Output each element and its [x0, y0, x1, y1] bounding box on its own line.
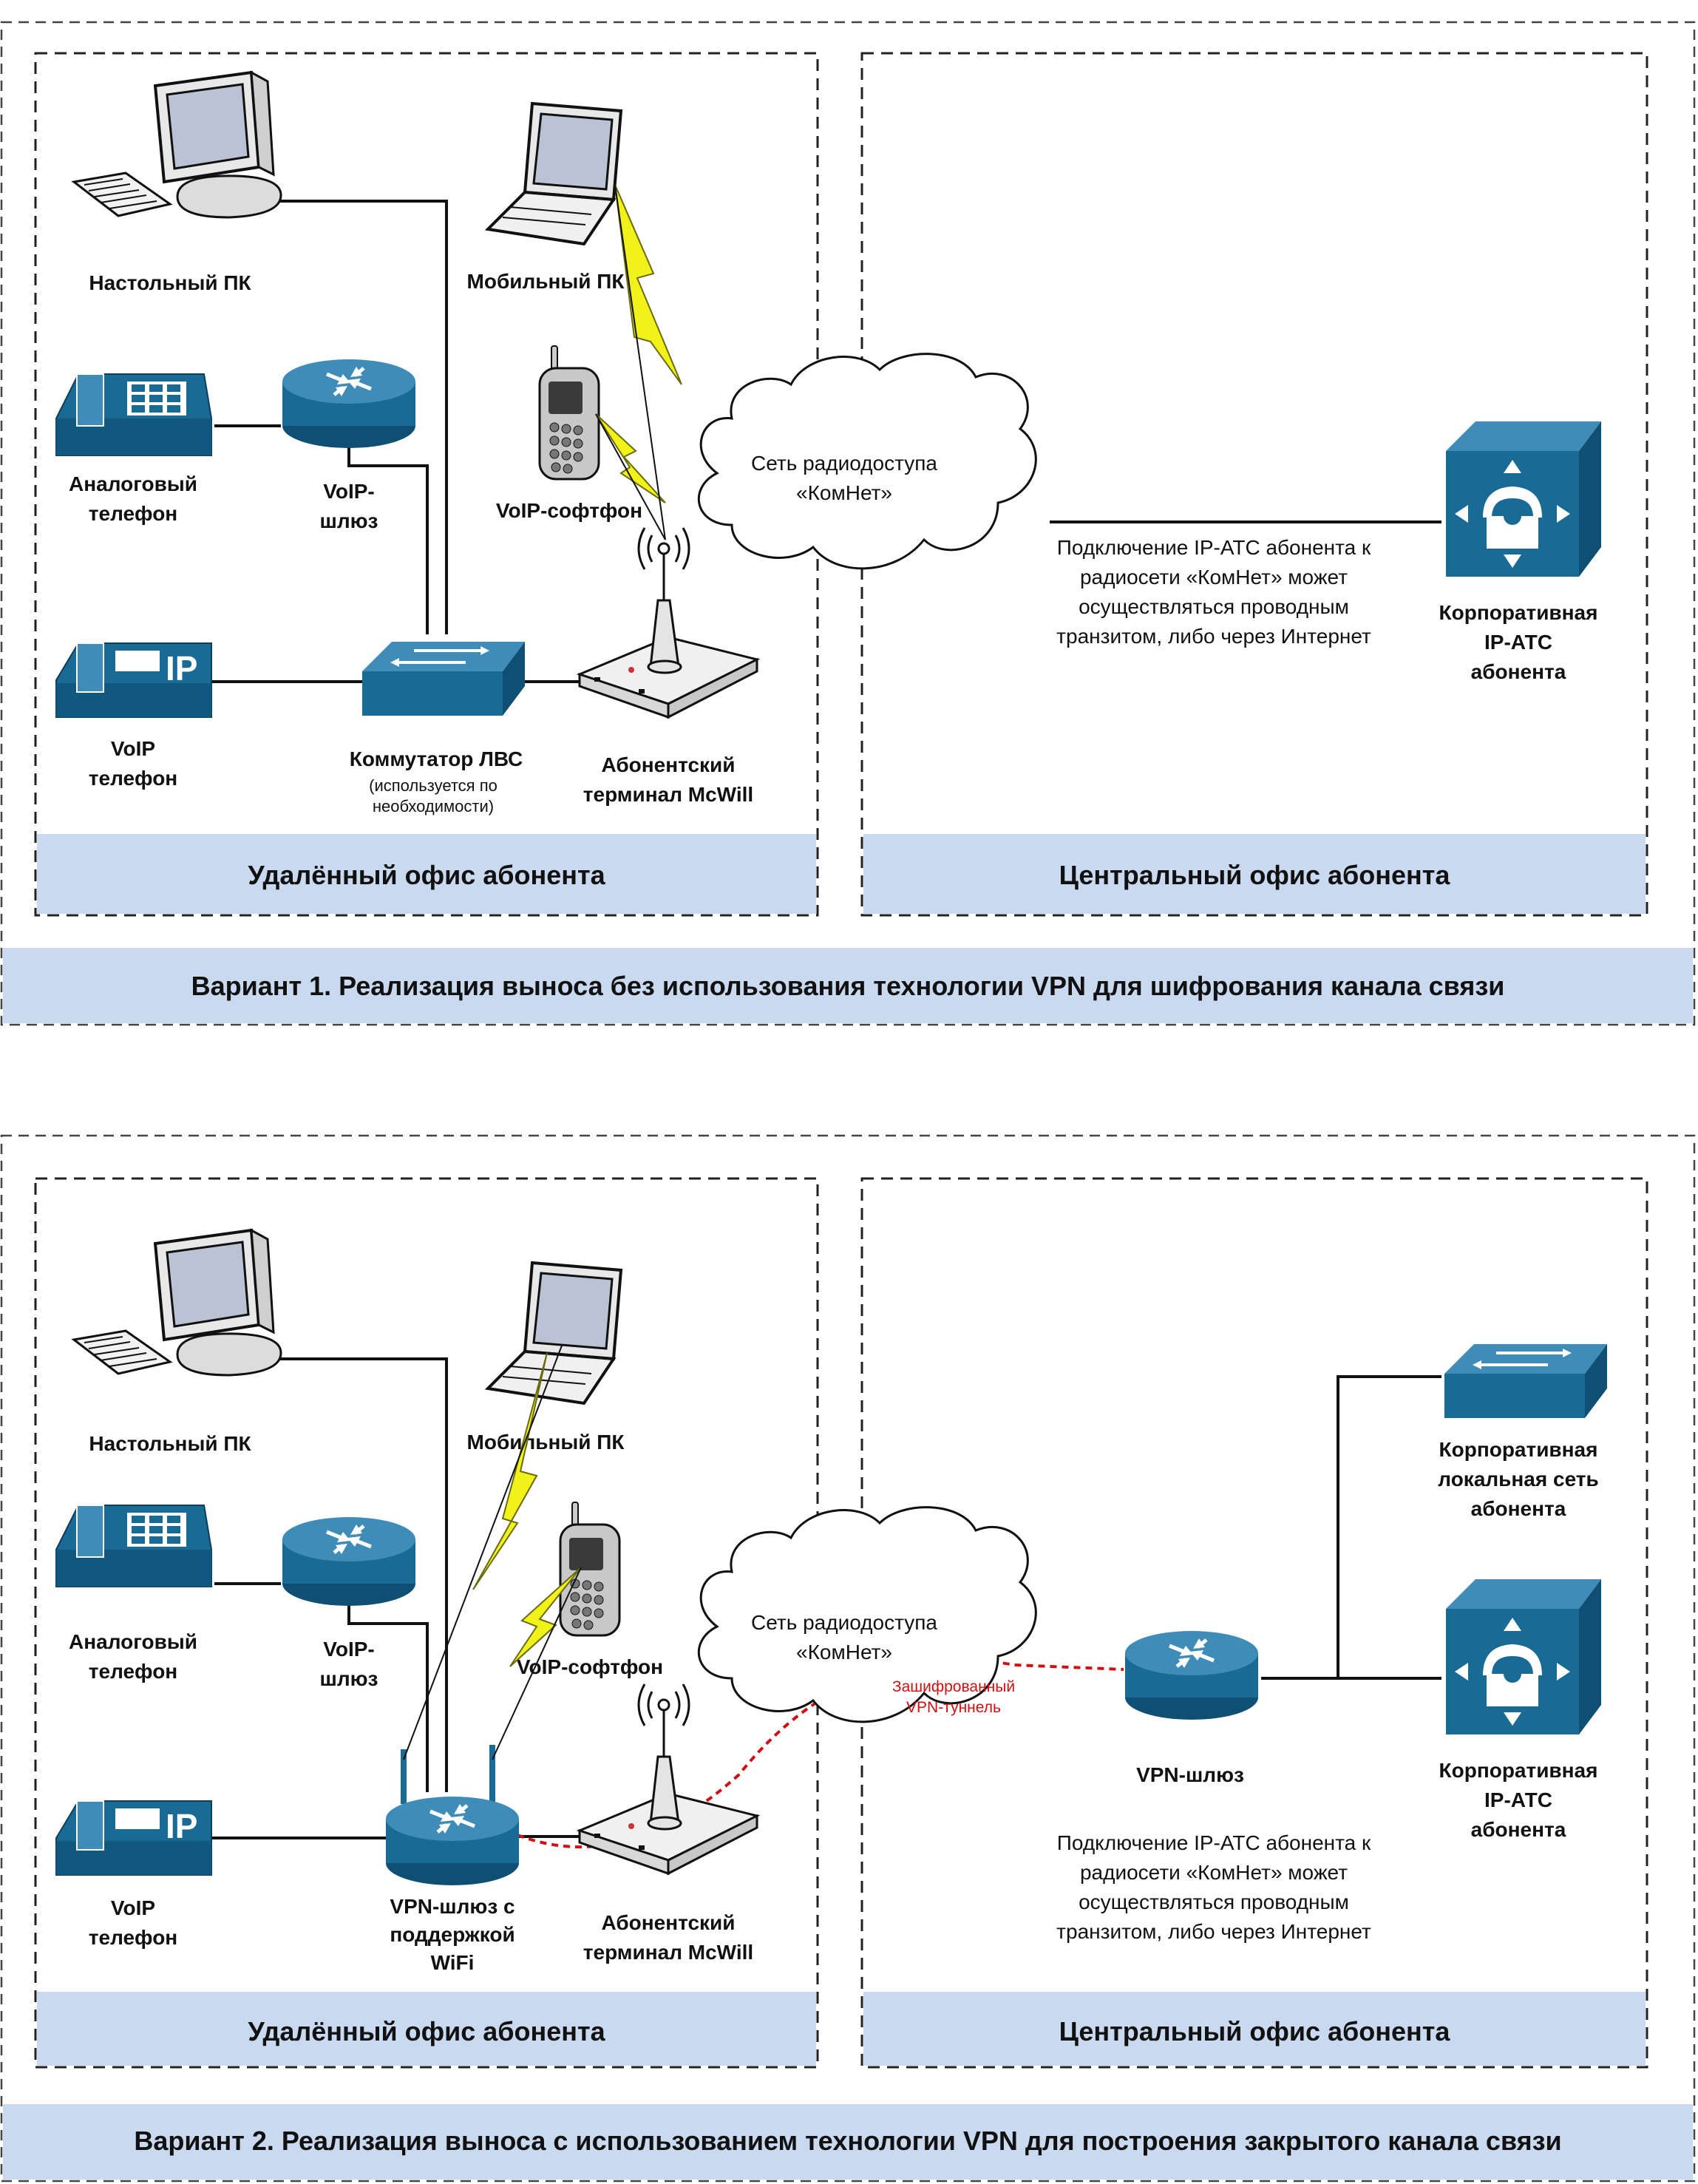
variant1-wires: [211, 200, 1441, 683]
variant1-voip-phone-label-2: телефон: [89, 767, 177, 790]
variant1-central-note-4: транзитом, либо через Интернет: [1056, 625, 1371, 648]
variant2-remote-office-band: [37, 1992, 816, 2066]
variant2-corp-lan-switch-icon: [1443, 1343, 1609, 1420]
variant2-voip-gateway-label-1: VoIP-: [323, 1638, 374, 1661]
variant1-desktop-pc-label: Настольный ПК: [89, 271, 251, 294]
variant1-central-note-2: радиосети «КомНет» может: [1080, 566, 1348, 589]
variant2-pbx-label-3: абонента: [1471, 1818, 1566, 1841]
variant1-softphone-label: VoIP-софтфон: [496, 499, 642, 522]
variant1-terminal-label-1: Абонентский: [601, 753, 735, 776]
variant1-voip-gateway-label-2: шлюз: [320, 509, 378, 532]
variant2-central-note-4: транзитом, либо через Интернет: [1056, 1920, 1371, 1943]
variant1-remote-office-band: [37, 834, 816, 914]
variant2-title-band: [3, 2104, 1693, 2180]
variant2-cloud-label-2: «КомНет»: [796, 1641, 892, 1664]
variant2-central-office-band: [863, 1992, 1646, 2066]
variant2-vpn-wifi-gateway-label-1: VPN-шлюз с: [390, 1895, 515, 1918]
variant2-mcwill-terminal-icon: [578, 1683, 758, 1875]
variant2-title: Вариант 2. Реализация выноса с использов…: [134, 2126, 1561, 2156]
variant2-vpn-wifi-gateway-label-2: поддержкой: [390, 1923, 515, 1946]
variant1-analog-phone-label-2: телефон: [89, 502, 177, 525]
variant1-terminal-label-2: терминал McWill: [583, 783, 753, 806]
variant2-vpn-wifi-gateway-icon: [386, 1745, 519, 1885]
variant2-terminal-label-2: терминал McWill: [583, 1941, 753, 1964]
variant1-pbx-label-2: IP-АТС: [1484, 631, 1552, 654]
variant2-softphone-icon: [559, 1501, 621, 1637]
variant2-desktop-pc-icon: [72, 1229, 282, 1377]
variant1-lan-switch-icon: [361, 640, 526, 717]
variant2-terminal-label-1: Абонентский: [601, 1911, 735, 1934]
variant2-corp-lan-label-1: Корпоративная: [1439, 1438, 1598, 1461]
variant2-voip-phone-icon: [55, 1800, 212, 1876]
variant1-central-note-1: Подключение IP-АТС абонента к: [1057, 536, 1371, 559]
variant2-remote-office: [34, 1177, 819, 2069]
variant2-central-note-3: осуществляться проводным: [1079, 1890, 1349, 1913]
variant1-central-office-title: Центральный офис абонента: [1059, 860, 1451, 890]
variant2-desktop-pc-label: Настольный ПК: [89, 1432, 251, 1455]
variant1-voip-phone-icon: [55, 642, 212, 718]
variant1-voip-gateway-label-1: VoIP-: [323, 480, 374, 503]
variant2-cloud-label-1: Сеть радиодоступа: [751, 1611, 937, 1634]
variant1-softphone-icon: [538, 345, 600, 481]
variant1-title-band: [3, 948, 1693, 1023]
variant1-frame: [0, 21, 1696, 1026]
variant1-remote-office-title: Удалённый офис абонента: [248, 860, 605, 890]
variant1-cloud-label-2: «КомНет»: [796, 481, 892, 504]
variant2-softphone-label: VoIP-софтфон: [517, 1655, 663, 1678]
variant1-analog-phone-icon: [55, 373, 212, 456]
variant1-voip-gateway-icon: [282, 359, 415, 448]
variant2-remote-office-title: Удалённый офис абонента: [248, 2016, 605, 2046]
variant1-mobile-pc-label: Мобильный ПК: [467, 270, 625, 293]
variant2-vpn-gateway-icon: [1125, 1631, 1258, 1720]
variant1-desktop-pc-icon: [72, 71, 282, 219]
variant1-lan-switch-note-2: необходимости): [373, 797, 494, 815]
variant2-central-note-1: Подключение IP-АТС абонента к: [1057, 1831, 1371, 1854]
variant2-corporate-pbx-icon: [1446, 1579, 1601, 1734]
variant1-lan-switch-note-1: (используется по: [369, 776, 497, 795]
variant2-corp-lan-label-2: локальная сеть: [1438, 1468, 1598, 1491]
variant2-central-note-2: радиосети «КомНет» может: [1080, 1861, 1348, 1884]
variant2-analog-phone-label-1: Аналоговый: [69, 1630, 197, 1653]
variant1-radio-network-cloud: [697, 353, 1037, 570]
variant2-frame: [0, 1134, 1696, 2183]
variant1-cloud-label-1: Сеть радиодоступа: [751, 452, 937, 475]
variant2-voip-phone-label-1: VoIP: [111, 1896, 155, 1919]
variant1-wireless-links: [595, 184, 682, 540]
variant2-vpn-gateway-label: VPN-шлюз: [1136, 1763, 1244, 1786]
variant2-vpn-wifi-gateway-label-3: WiFi: [431, 1951, 475, 1974]
variant1-title: Вариант 1. Реализация выноса без использ…: [191, 971, 1505, 1001]
variant2-pbx-label-2: IP-АТС: [1484, 1788, 1552, 1811]
variant1-analog-phone-label-1: Аналоговый: [69, 472, 197, 495]
variant1-pbx-label-1: Корпоративная: [1439, 601, 1598, 624]
variant1-softphone-wireless-bolt: [595, 413, 666, 503]
variant1-pbx-label-3: абонента: [1471, 660, 1566, 683]
variant2-vpn-tunnel-label-1: Зашифрованный: [892, 1678, 1015, 1695]
variant1-central-office-band: [863, 834, 1646, 914]
variant2-analog-phone-label-2: телефон: [89, 1660, 177, 1683]
variant1-lan-switch-label: Коммутатор ЛВС: [350, 747, 523, 770]
variant1-central-office: [860, 52, 1648, 917]
variant2-mobile-pc-label: Мобильный ПК: [467, 1431, 625, 1454]
variant1-central-note-3: осуществляться проводным: [1079, 595, 1349, 618]
variant2-vpn-tunnel-label-2: VPN-туннель: [906, 1699, 1001, 1716]
variant2-wireless-links: [403, 1345, 582, 1760]
variant2-pbx-label-1: Корпоративная: [1439, 1759, 1598, 1782]
variant2-voip-gateway-icon: [282, 1517, 415, 1606]
variant1-mobile-pc-icon: [486, 102, 622, 245]
variant1-mcwill-terminal-icon: [578, 526, 758, 719]
variant2-voip-phone-label-2: телефон: [89, 1926, 177, 1949]
variant2-softphone-wireless-bolt: [509, 1567, 582, 1667]
variant1-corporate-pbx-icon: [1446, 421, 1601, 577]
variant2-corp-lan-label-3: абонента: [1471, 1497, 1566, 1520]
variant1-voip-phone-label-1: VoIP: [111, 737, 155, 760]
variant2-central-office-title: Центральный офис абонента: [1059, 2016, 1451, 2046]
variant2-analog-phone-icon: [55, 1505, 212, 1587]
variant2-mobile-pc-icon: [486, 1261, 622, 1405]
variant1-laptop-wireless-bolt: [614, 184, 682, 385]
variant2-laptop-wireless-bolt: [472, 1352, 548, 1590]
variant2-voip-gateway-label-2: шлюз: [320, 1667, 378, 1690]
variant2-radio-network-cloud: [697, 1506, 1037, 1723]
